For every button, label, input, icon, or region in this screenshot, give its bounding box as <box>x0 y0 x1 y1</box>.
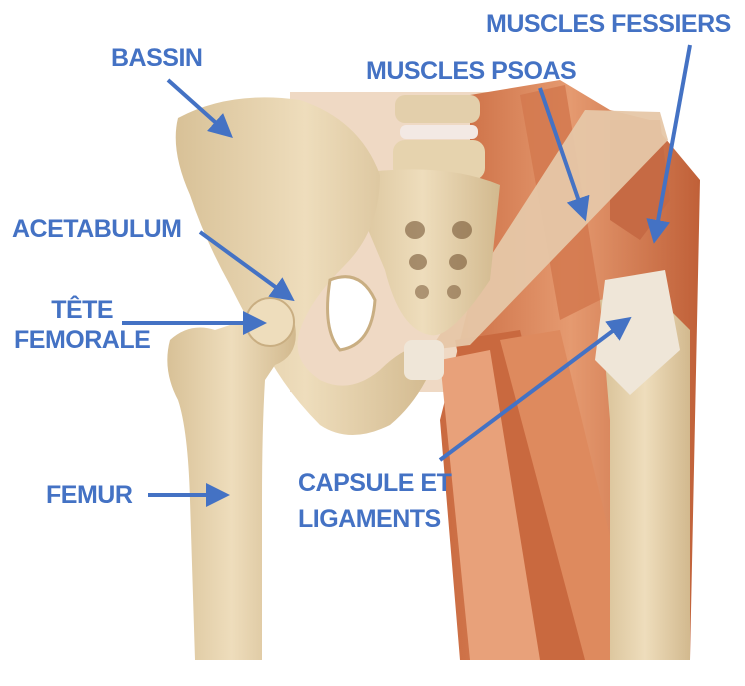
pelvis-left <box>175 97 435 436</box>
arrow-bassin <box>166 78 233 138</box>
label-tete-femorale-line2: FEMORALE <box>14 326 151 354</box>
label-tete-femorale-line1: TÊTE <box>51 296 114 324</box>
label-capsule-line1: CAPSULE ET <box>298 469 452 497</box>
spine-sacrum <box>345 95 500 336</box>
label-capsule-ligaments: CAPSULE ET LIGAMENTS <box>298 465 452 537</box>
label-capsule-line2: LIGAMENTS <box>298 505 441 533</box>
label-muscles-psoas: MUSCLES PSOAS <box>366 57 577 85</box>
arrow-capsule-ligaments <box>438 316 632 462</box>
label-bassin: BASSIN <box>111 44 203 72</box>
arrow-acetabulum <box>198 230 295 302</box>
arrow-muscles-fessiers <box>646 44 692 244</box>
label-acetabulum: ACETABULUM <box>12 215 182 243</box>
pubic-ligament <box>404 340 444 380</box>
capsule-ligaments <box>595 270 680 395</box>
label-femur: FEMUR <box>46 481 133 509</box>
arrow-muscles-psoas <box>538 87 590 222</box>
label-muscles-fessiers: MUSCLES FESSIERS <box>486 10 731 38</box>
label-tete-femorale: TÊTE FEMORALE <box>14 295 151 355</box>
pointer-arrows <box>122 44 692 507</box>
femur-left <box>167 297 296 660</box>
muscle-band <box>430 110 668 350</box>
